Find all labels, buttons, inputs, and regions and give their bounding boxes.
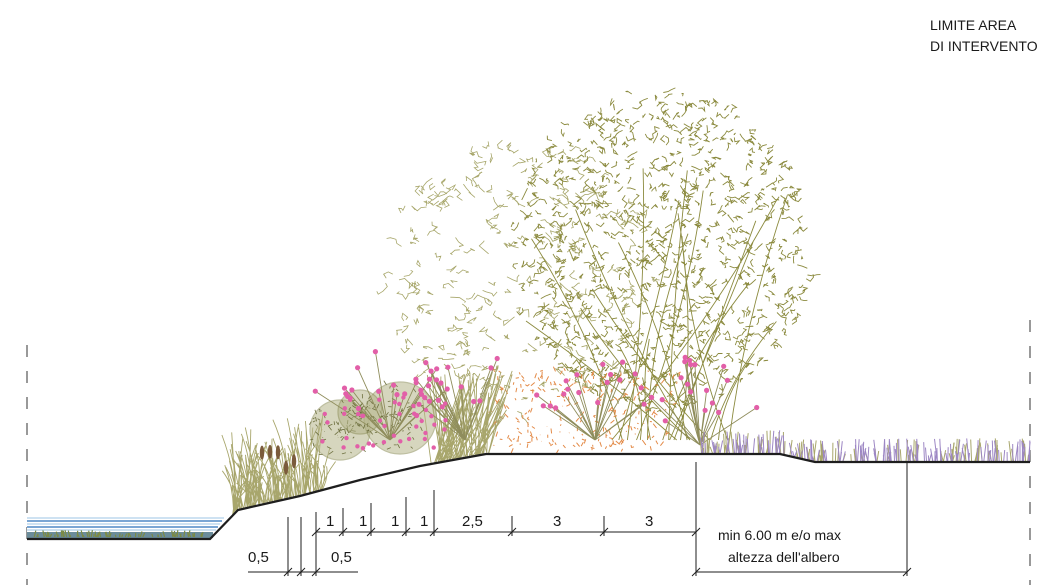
dim-label-1-c: 1: [391, 513, 399, 530]
dim-label-1-b: 1: [359, 513, 367, 530]
dim-label-2-5: 2,5: [462, 513, 483, 530]
dim-label-0-5-right: 0,5: [331, 549, 352, 566]
tree-distance-label-line2: altezza dell'albero: [728, 549, 840, 565]
limit-label-line2: DI INTERVENTO: [930, 38, 1038, 54]
orange-shrub: [488, 366, 681, 455]
flowering-sprays: [312, 349, 760, 451]
limit-label-line1: LIMITE AREA: [930, 17, 1017, 33]
dim-label-1-a: 1: [326, 513, 334, 530]
dim-label-3-a: 3: [553, 513, 561, 530]
tree-crown-dense: [510, 87, 821, 441]
meadow-vegetation: [699, 430, 1031, 463]
ground-profile: [27, 452, 1030, 541]
dim-label-0-5-left: 0,5: [248, 549, 269, 566]
grass-clumps: [221, 365, 513, 516]
dim-label-1-d: 1: [420, 513, 428, 530]
dimension-lines: [248, 462, 912, 577]
tree-distance-label-line1: min 6.00 m e/o max: [718, 527, 841, 543]
dim-label-3-b: 3: [645, 513, 653, 530]
water-vegetation: [33, 530, 204, 538]
